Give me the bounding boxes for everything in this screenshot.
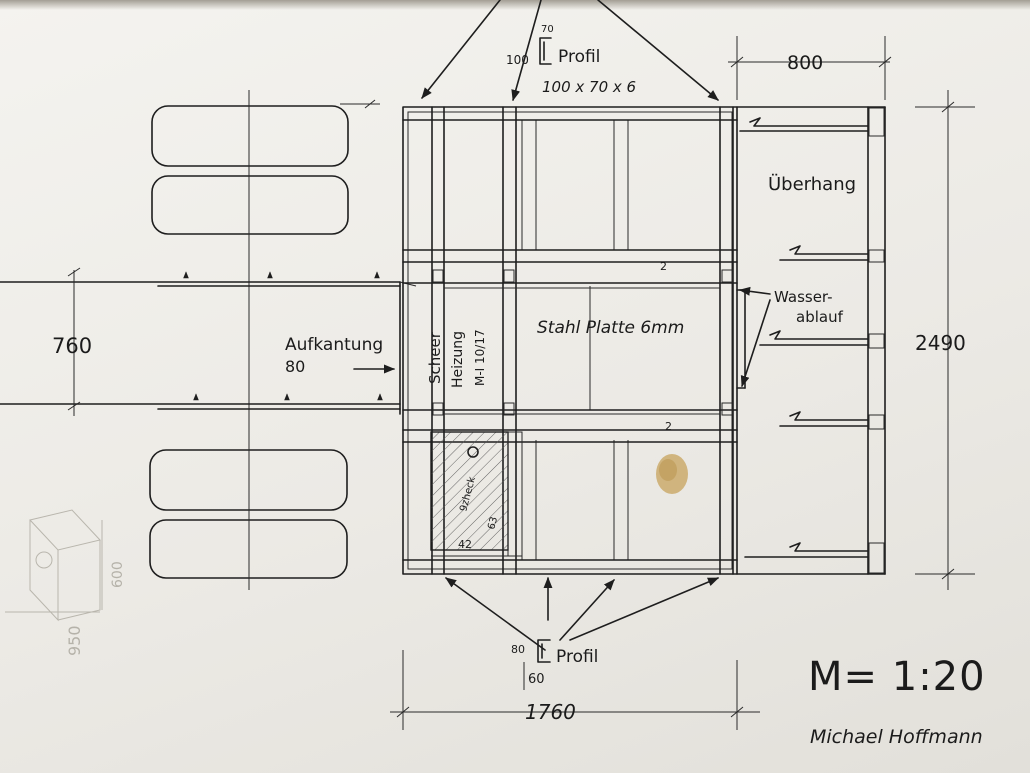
paper-edge-shadow bbox=[0, 0, 1030, 10]
wasser-label-2: ablauf bbox=[796, 308, 844, 326]
profile-top-dim-v: 100 bbox=[506, 53, 529, 67]
box-label-2: 63 bbox=[486, 516, 500, 531]
profile-bottom-dim-h: 60 bbox=[528, 672, 545, 687]
heizung-code: M-I 10/17 bbox=[473, 329, 487, 386]
profile-top-name: Profil bbox=[558, 47, 600, 67]
small-mark-1: 2 bbox=[660, 260, 667, 273]
faint-dim-2: 600 bbox=[110, 561, 126, 588]
profile-bottom-dim-v: 80 bbox=[511, 643, 525, 656]
top-profile-leaders bbox=[421, 0, 719, 102]
profile-top-spec: 100 x 70 x 6 bbox=[542, 78, 636, 96]
dim-total-width: 2490 bbox=[915, 331, 966, 355]
wasser-label-1: Wasser- bbox=[774, 288, 833, 306]
dim-left: 760 bbox=[52, 334, 92, 358]
small-mark-2: 2 bbox=[665, 420, 672, 433]
overhang-label: Überhang bbox=[768, 173, 856, 195]
profile-top-dim-h: 70 bbox=[541, 24, 554, 35]
aufkantung-label: Aufkantung bbox=[285, 335, 383, 355]
bottom-profile-leaders bbox=[390, 576, 760, 730]
overhang-frame bbox=[736, 106, 886, 575]
profile-bottom-name: Profil bbox=[556, 647, 598, 667]
faint-sketch bbox=[5, 509, 103, 622]
stahlplatte-label: Stahl Platte 6mm bbox=[537, 318, 684, 338]
aufkantung-value: 80 bbox=[285, 357, 305, 376]
box-label-3: 42 bbox=[458, 538, 472, 551]
tire-top-1 bbox=[151, 105, 349, 167]
faint-dim-1: 950 bbox=[65, 625, 84, 656]
annotations: 100 70 Profil 100 x 70 x 6 800 Überhang … bbox=[52, 24, 986, 748]
dim-length: 1760 bbox=[525, 700, 576, 724]
scheer-label: Scheer bbox=[426, 331, 444, 384]
heating-box bbox=[430, 431, 523, 557]
heizung-label: Heizung bbox=[450, 331, 466, 388]
tire-top-2 bbox=[151, 175, 349, 235]
scale-label: M= 1:20 bbox=[808, 654, 986, 700]
dim-overhang: 800 bbox=[787, 52, 823, 74]
author-signature: Michael Hoffmann bbox=[810, 726, 983, 748]
dimension-lines-right bbox=[728, 36, 975, 590]
left-rails bbox=[0, 99, 417, 416]
